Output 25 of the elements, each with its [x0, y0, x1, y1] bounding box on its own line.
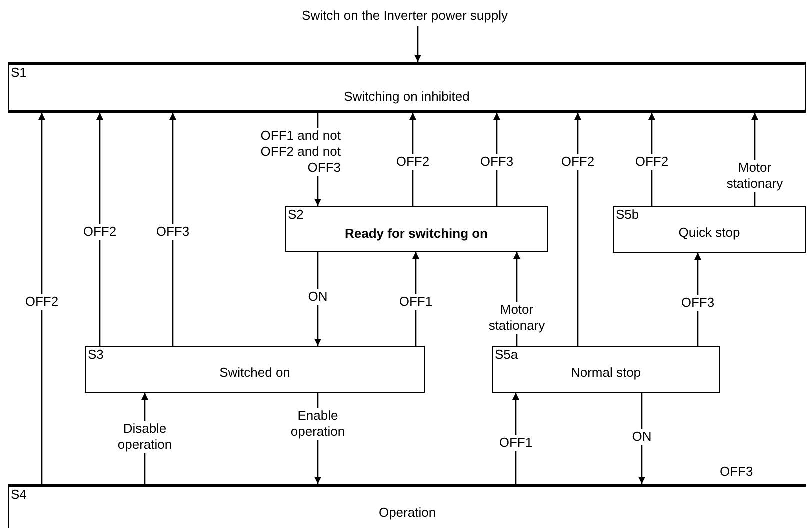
- state-name: Quick stop: [678, 225, 742, 241]
- state-box: [285, 206, 548, 252]
- state-box: [613, 206, 806, 253]
- state-box: [8, 484, 806, 528]
- arrow: [170, 113, 176, 346]
- arrow: [96, 113, 104, 346]
- condition-label: OFF3: [720, 464, 754, 480]
- state-number: S3: [88, 347, 104, 363]
- state-number: S1: [11, 65, 27, 81]
- state-name: Ready for switching on: [344, 226, 489, 242]
- state-box: [85, 346, 425, 393]
- state-number: S5b: [616, 207, 640, 223]
- state-number: S5a: [495, 347, 518, 363]
- state-name: Normal stop: [570, 365, 642, 381]
- state-number: S4: [11, 487, 27, 503]
- arrow: [574, 113, 582, 346]
- arrow: [38, 113, 46, 484]
- state-name: Operation: [378, 505, 438, 521]
- state-box: [8, 62, 806, 113]
- arrow: [414, 26, 422, 62]
- event-text: Switch on the Inverter power supply: [240, 6, 570, 26]
- state-name: Switched on: [218, 365, 292, 381]
- state-name: Switching on inhibited: [343, 89, 471, 105]
- state-box: [492, 346, 720, 393]
- state-number: S2: [288, 207, 304, 223]
